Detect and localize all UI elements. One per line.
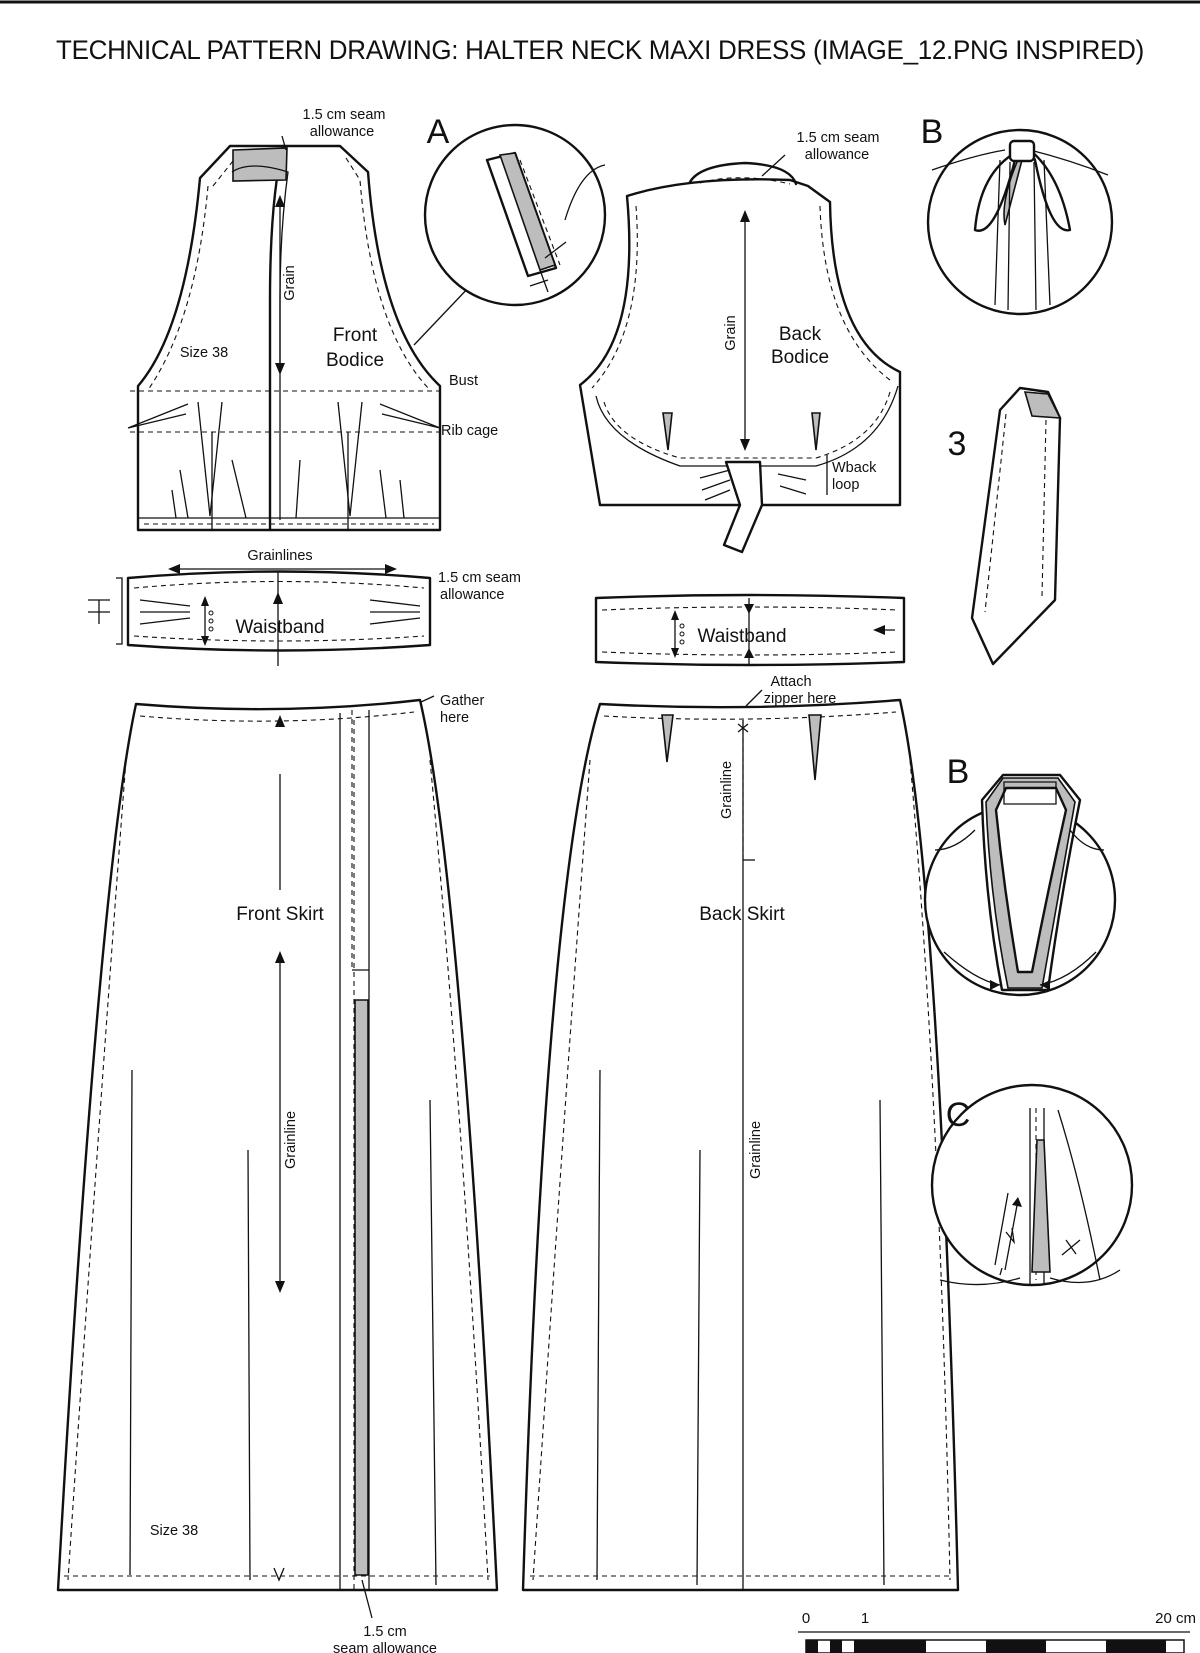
page-title: TECHNICAL PATTERN DRAWING: HALTER NECK M… [56,35,1144,65]
back-bodice-piece: Grain Back Bodice Wback loop 1.5 cm seam… [578,130,902,554]
scale-bar: 0 1 20 cm [798,1610,1196,1653]
back-loop-label-2: loop [832,477,859,493]
seam-note-bottom-1: 1.5 cm [363,1624,407,1640]
detail-b-top-letter: B [921,113,944,151]
back-skirt-label: Back Skirt [699,904,785,925]
front-grain-label: Grain [282,265,298,300]
back-waistband-piece: Waistband [594,593,906,667]
back-skirt-piece: Grainline Grainline Back Skirt Attach zi… [521,674,960,1592]
front-skirt-grainline-label: Grainline [283,1111,299,1169]
grainlines-label: Grainlines [247,548,312,564]
back-skirt-grainline-label: Grainline [748,1121,764,1179]
seam-note-front-2: allowance [310,124,375,140]
detail-a-letter: A [427,113,450,151]
front-bodice-piece: Grain Front Bodice Size 38 Bust Rib cage… [127,107,498,532]
front-skirt-label: Front Skirt [236,904,324,925]
back-bodice-label-1: Back [779,324,822,345]
seam-note-front-1: 1.5 cm seam [303,107,386,123]
front-waistband-label: Waistband [235,617,324,638]
detail-a-circle: A [423,113,607,307]
rib-cage-label: Rib cage [441,423,498,439]
zipper-note-1: Attach [770,674,811,690]
front-bodice-label-2: Bodice [326,350,384,371]
detail-b-mid-letter: B [947,753,970,791]
seam-note-waist-2: allowance [440,587,505,603]
size-label-bodice: Size 38 [180,345,228,361]
front-skirt-piece: Grainline Front Skirt Size 38 Gather her… [56,693,499,1653]
front-neck-facing [232,147,288,182]
scale-start-label: 0 [802,1610,810,1627]
back-grainline-upper-label: Grainline [719,761,735,819]
back-waistband-label: Waistband [697,626,786,647]
bust-label: Bust [449,373,478,389]
gather-note-2: here [440,710,469,726]
seam-note-back-2: allowance [805,147,870,163]
scale-end-label: 20 cm [1155,1610,1196,1627]
detail-c-slit-circle: C [930,1083,1134,1287]
back-grain-label: Grain [723,315,739,350]
front-bodice-label-1: Front [333,325,378,346]
tie-number: 3 [948,425,967,463]
zipper-note-2: zipper here [764,691,837,707]
size-label-skirt: Size 38 [150,1523,198,1539]
back-bodice-label-2: Bodice [771,347,829,368]
detail-c-letter: C [946,1096,971,1134]
tie-piece: 3 [948,386,1062,666]
back-loop-label-1: Wback [832,460,877,476]
detail-b-bow-circle: B [921,113,1114,316]
seam-note-waist-1: 1.5 cm seam [438,570,521,586]
detail-b-neckline-circle: B [923,753,1117,997]
gather-note-1: Gather [440,693,484,709]
front-waistband-piece: Grainlines Waistband 1.5 cm seam allowan… [88,548,521,666]
seam-note-bottom-2: seam allowance [333,1641,437,1653]
seam-note-back-1: 1.5 cm seam [797,130,880,146]
scale-one-label: 1 [861,1610,869,1627]
